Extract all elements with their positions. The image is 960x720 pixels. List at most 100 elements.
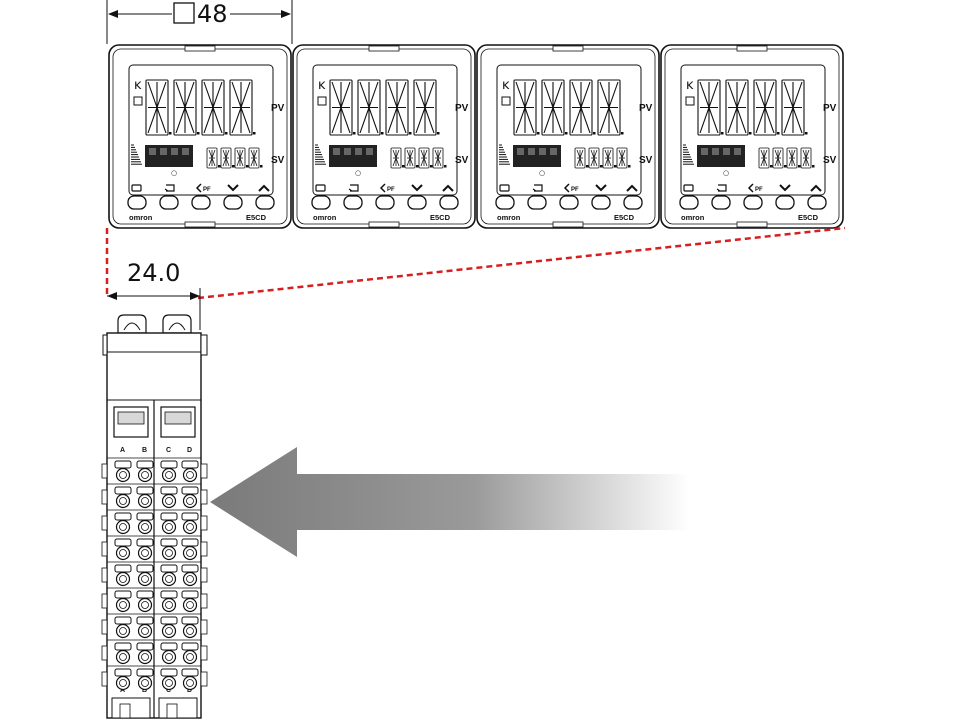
front-key-button: [711, 195, 731, 210]
display-digit: [569, 79, 596, 136]
sv-label: SV: [271, 155, 285, 166]
svg-text:PF: PF: [755, 187, 763, 193]
front-key-button: [223, 195, 243, 210]
display-digit: [513, 79, 540, 136]
front-key-button: [775, 195, 795, 210]
terminal-hole: [114, 564, 132, 587]
front-key-button: [311, 195, 331, 210]
terminal-hole: [114, 616, 132, 639]
model-label: E5CD: [798, 213, 819, 222]
display-digit: [725, 79, 752, 136]
pv-label: PV: [455, 103, 469, 114]
svg-text:PF: PF: [571, 187, 579, 193]
front-key-button: [743, 195, 763, 210]
display-digit: [385, 79, 412, 136]
terminal-hole: [136, 668, 154, 691]
column-letter: D: [187, 687, 192, 694]
terminal-hole: [181, 460, 199, 483]
column-letter: A: [120, 447, 125, 454]
display-digit: [786, 147, 801, 169]
terminal-hole: [114, 668, 132, 691]
key-icons: PF: [131, 183, 270, 193]
terminal-hole: [160, 512, 178, 535]
svg-text:○: ○: [723, 169, 729, 177]
unit-width-label: 24.0: [127, 259, 180, 287]
bar-graph: [683, 144, 745, 167]
display-digit: [329, 79, 356, 136]
display-digit: [616, 147, 631, 169]
front-key-button: [527, 195, 547, 210]
display-digit: [229, 79, 256, 136]
display-digit: [404, 147, 419, 169]
display-digit: [602, 147, 617, 169]
terminal-hole: [136, 616, 154, 639]
display-digit: [418, 147, 433, 169]
column-letter: C: [166, 447, 171, 454]
terminal-hole: [181, 538, 199, 561]
terminal-hole: [136, 590, 154, 613]
terminal-hole: [160, 616, 178, 639]
terminal-hole: [136, 564, 154, 587]
svg-text:ĸ: ĸ: [686, 78, 694, 93]
display-digit: [248, 147, 263, 169]
front-key-button: [495, 195, 515, 210]
top-width-label: 48: [197, 0, 228, 28]
terminal-hole: [114, 486, 132, 509]
display-digit: [234, 147, 249, 169]
terminal-hole: [181, 486, 199, 509]
terminal-hole: [160, 590, 178, 613]
arrow-left-icon: [210, 447, 690, 557]
brand-label: omron: [497, 213, 521, 222]
display-digit: [220, 147, 235, 169]
front-key-button: [159, 195, 179, 210]
column-letter: D: [187, 447, 192, 454]
display-digit: [758, 147, 773, 169]
release-hook: [162, 314, 192, 334]
terminal-hole: [114, 590, 132, 613]
terminal-hole: [136, 486, 154, 509]
brand-label: omron: [313, 213, 337, 222]
svg-text:ĸ: ĸ: [502, 78, 510, 93]
display-digit: [201, 79, 228, 136]
pv-label: PV: [823, 103, 837, 114]
svg-text:PF: PF: [387, 187, 395, 193]
bar-graph: [315, 144, 377, 167]
sv-label: SV: [639, 155, 653, 166]
column-letter: C: [166, 687, 171, 694]
display-digit: [574, 147, 589, 169]
display-digit: [206, 147, 221, 169]
terminal-hole: [160, 564, 178, 587]
display-digit: [800, 147, 815, 169]
key-icons: PF: [499, 183, 638, 193]
front-key-button: [623, 195, 643, 210]
front-key-button: [439, 195, 459, 210]
svg-text:PF: PF: [203, 187, 211, 193]
pv-label: PV: [271, 103, 285, 114]
front-key-button: [375, 195, 395, 210]
zoom-lines: [105, 226, 846, 300]
column-letter: A: [120, 687, 125, 694]
terminal-hole: [160, 538, 178, 561]
display-digit: [413, 79, 440, 136]
front-key-button: [559, 195, 579, 210]
model-label: E5CD: [430, 213, 451, 222]
terminal-hole: [114, 460, 132, 483]
front-key-button: [343, 195, 363, 210]
key-icons: PF: [683, 183, 822, 193]
terminal-hole: [136, 538, 154, 561]
front-key-button: [407, 195, 427, 210]
terminal-hole: [160, 486, 178, 509]
front-key-button: [679, 195, 699, 210]
display-digit: [753, 79, 780, 136]
terminal-unit: A B C D A B C D: [101, 314, 208, 719]
terminal-hole: [160, 642, 178, 665]
brand-label: omron: [681, 213, 705, 222]
column-letter: B: [142, 447, 147, 454]
column-letter: B: [142, 687, 147, 694]
terminal-hole: [160, 460, 178, 483]
sv-label: SV: [823, 155, 837, 166]
temperature-controller: ĸPV ○ SV PF omron E5CD: [660, 44, 844, 229]
